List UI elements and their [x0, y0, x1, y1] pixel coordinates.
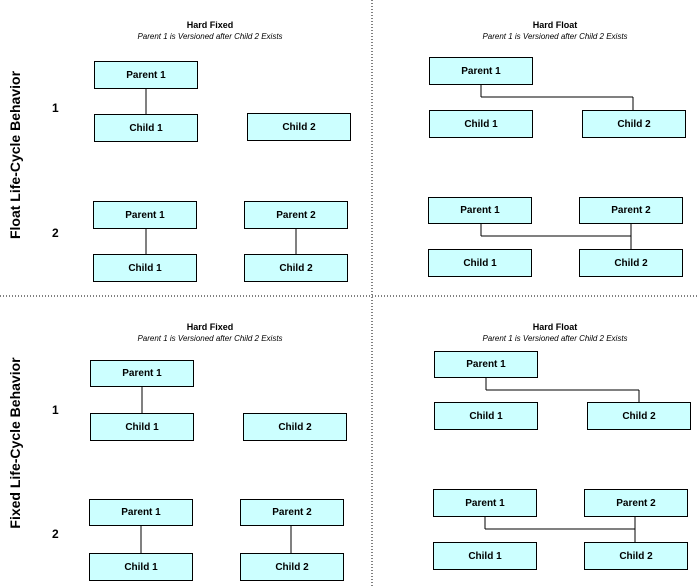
panel-title: Hard Float: [532, 322, 578, 332]
parent-1-node: Parent 1: [428, 197, 532, 224]
panel-title: Hard Float: [532, 20, 578, 30]
parent-1-node: Parent 1: [429, 57, 533, 85]
parent-1-node: Parent 1: [433, 489, 537, 517]
child-2-node: Child 2: [243, 413, 347, 441]
child-1-node: Child 1: [433, 542, 537, 570]
child-1-node: Child 1: [94, 114, 198, 142]
child-2-node: Child 2: [584, 542, 688, 570]
scenario-number: 1: [52, 101, 59, 115]
child-1-node: Child 1: [93, 254, 197, 282]
fixed-life-cycle-label: Fixed Life-Cycle Behavior: [7, 357, 23, 529]
child-2-node: Child 2: [587, 402, 691, 430]
panel-subtitle: Parent 1 is Versioned after Child 2 Exis…: [482, 334, 628, 343]
parent-2-node: Parent 2: [240, 499, 344, 526]
parent-1-node: Parent 1: [90, 360, 194, 387]
parent-2-node: Parent 2: [579, 197, 683, 224]
panel-title: Hard Fixed: [186, 20, 234, 30]
parent-2-node: Parent 2: [244, 201, 348, 229]
child-1-node: Child 1: [434, 402, 538, 430]
parent-1-node: Parent 1: [94, 61, 198, 89]
parent-2-node: Parent 2: [584, 489, 688, 517]
parent-1-node: Parent 1: [89, 499, 193, 526]
panel-subtitle: Parent 1 is Versioned after Child 2 Exis…: [137, 32, 283, 41]
scenario-number: 1: [52, 403, 59, 417]
child-2-node: Child 2: [247, 113, 351, 141]
child-1-node: Child 1: [89, 553, 193, 581]
child-2-node: Child 2: [579, 249, 683, 277]
scenario-number: 2: [52, 226, 59, 240]
child-2-node: Child 2: [244, 254, 348, 282]
child-2-node: Child 2: [582, 110, 686, 138]
panel-subtitle: Parent 1 is Versioned after Child 2 Exis…: [482, 32, 628, 41]
parent-1-node: Parent 1: [434, 351, 538, 378]
child-1-node: Child 1: [429, 110, 533, 138]
panel-subtitle: Parent 1 is Versioned after Child 2 Exis…: [137, 334, 283, 343]
parent-1-node: Parent 1: [93, 201, 197, 229]
child-1-node: Child 1: [90, 413, 194, 441]
scenario-number: 2: [52, 527, 59, 541]
panel-title: Hard Fixed: [186, 322, 234, 332]
child-2-node: Child 2: [240, 553, 344, 581]
float-life-cycle-label: Float Life-Cycle Behavior: [7, 70, 23, 240]
child-1-node: Child 1: [428, 249, 532, 277]
